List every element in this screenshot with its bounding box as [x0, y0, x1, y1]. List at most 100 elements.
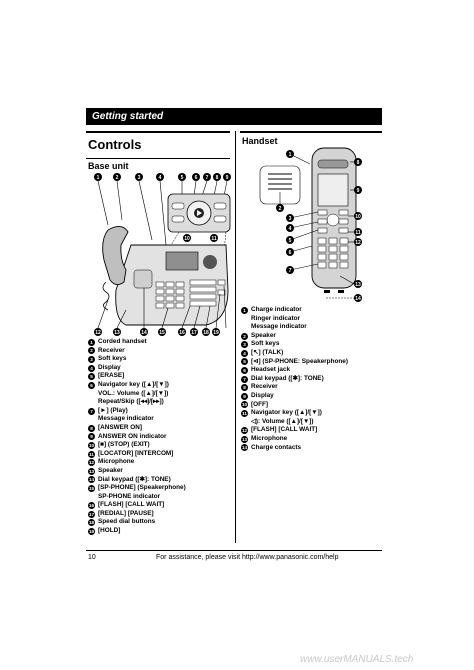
handset-title: Handset — [242, 136, 278, 146]
svg-text:2: 2 — [116, 175, 119, 181]
callout-number: 2 — [88, 347, 95, 355]
svg-text:19: 19 — [213, 330, 219, 336]
callout-number: 10 — [88, 441, 95, 449]
handset-callouts: 1 2 3 4 5 6 7 8 9 10 11 12 13 14 — [276, 150, 362, 302]
legend-sub-label: Repeat/Skip ([◂◂]/[▸▸]) — [98, 398, 164, 406]
svg-text:4: 4 — [289, 226, 292, 232]
svg-text:6: 6 — [289, 250, 292, 256]
callout-number: 8 — [241, 384, 248, 392]
legend-item: 17[REDIAL] [PAUSE] — [88, 510, 186, 519]
callout-number: 11 — [88, 450, 95, 458]
legend-item: 15[SP-PHONE] (Speakerphone)SP-PHONE indi… — [88, 484, 186, 501]
page-title: Controls — [88, 137, 142, 152]
base-callouts-top: 1 2 3 4 5 6 7 8 9 — [94, 173, 231, 181]
svg-text:17: 17 — [191, 330, 197, 336]
legend-item: 10[OFF] — [241, 401, 348, 410]
svg-text:13: 13 — [114, 330, 120, 336]
legend-label: [⊲] (SP-PHONE: Speakerphone) — [251, 357, 348, 365]
legend-label: Dial keypad ([✱]: TONE) — [98, 475, 171, 483]
legend-sub-label: ◁): Volume ([▲]/[▼]) — [251, 417, 314, 425]
callout-number: 3 — [241, 341, 248, 349]
legend-label: Microphone — [251, 434, 288, 442]
svg-text:5: 5 — [181, 175, 184, 181]
legend-label: Corded handset — [98, 338, 147, 345]
title-rule — [86, 131, 230, 133]
legend-label: [FLASH] [CALL WAIT] — [251, 426, 318, 434]
svg-text:5: 5 — [289, 238, 292, 244]
svg-text:18: 18 — [203, 330, 209, 336]
callout-number: 17 — [88, 510, 95, 518]
legend-label: [►] (Play) — [98, 406, 128, 414]
legend-item: 8[ANSWER ON] — [88, 424, 186, 433]
svg-text:1: 1 — [97, 175, 100, 181]
svg-text:8: 8 — [216, 175, 219, 181]
svg-text:7: 7 — [206, 175, 209, 181]
legend-label: Speaker — [98, 466, 123, 474]
callout-number: 8 — [88, 424, 95, 432]
legend-label: [LOCATOR] [INTERCOM] — [98, 449, 174, 457]
legend-label: [REDIAL] [PAUSE] — [98, 509, 154, 517]
callout-number: 1 — [241, 306, 248, 314]
callout-number: 14 — [88, 476, 95, 484]
callout-number: 3 — [88, 355, 95, 363]
legend-label: Navigator key ([▲]/[▼]) — [251, 409, 322, 417]
legend-sub-label: SP-PHONE indicator — [98, 492, 161, 500]
legend-label: [HOLD] — [98, 527, 121, 535]
legend-sub-label: Message indicator — [251, 323, 307, 331]
base-callouts-bottom: 12 13 14 15 16 17 18 19 — [94, 328, 220, 336]
legend-label: [ANSWER ON] — [98, 423, 143, 431]
callout-number: 2 — [241, 332, 248, 340]
legend-label: [FLASH] [CALL WAIT] — [98, 501, 165, 509]
svg-text:14: 14 — [355, 296, 361, 302]
legend-item: 5[ERASE] — [88, 372, 186, 381]
footer-help-text: For assistance, please visit http://www.… — [156, 554, 339, 561]
legend-sub-label: Ringer indicator — [251, 314, 301, 322]
legend-item: 4[↖] (TALK) — [241, 349, 348, 358]
callout-number: 14 — [241, 444, 248, 452]
callout-number: 9 — [241, 392, 248, 400]
callout-number: 7 — [241, 375, 248, 383]
footer-rule — [86, 550, 382, 551]
svg-text:10: 10 — [355, 214, 361, 220]
legend-item: 12[FLASH] [CALL WAIT] — [241, 426, 348, 435]
callout-number: 4 — [241, 349, 248, 357]
svg-text:11: 11 — [211, 236, 217, 242]
callout-number: 13 — [88, 467, 95, 475]
handset-illustration: 1 2 3 4 5 6 7 8 9 10 11 12 13 14 — [259, 147, 362, 302]
section-header: Getting started — [86, 108, 382, 125]
svg-text:3: 3 — [289, 216, 292, 222]
legend-label: [SP-PHONE] (Speakerphone) — [98, 484, 186, 492]
legend-label: ANSWER ON indicator — [98, 432, 167, 440]
legend-label: [■] (STOP) (EXIT) — [98, 441, 150, 449]
legend-label: Soft keys — [98, 355, 127, 363]
svg-text:12: 12 — [355, 240, 361, 246]
callout-number: 18 — [88, 519, 95, 527]
callout-number: 13 — [241, 435, 248, 443]
legend-label: [ERASE] — [98, 372, 125, 380]
base-unit-title: Base unit — [88, 161, 129, 171]
legend-label: Receiver — [251, 383, 278, 391]
column-divider — [235, 131, 236, 543]
svg-text:6: 6 — [195, 175, 198, 181]
callout-number: 6 — [88, 381, 95, 389]
svg-text:1: 1 — [289, 152, 292, 158]
legend-label: Dial keypad ([✱]: TONE) — [251, 374, 324, 382]
svg-text:9: 9 — [357, 188, 360, 194]
legend-item: 10[■] (STOP) (EXIT) — [88, 441, 186, 450]
legend-sub-label: Message indicator — [98, 415, 154, 423]
legend-label: Speaker — [251, 331, 276, 339]
